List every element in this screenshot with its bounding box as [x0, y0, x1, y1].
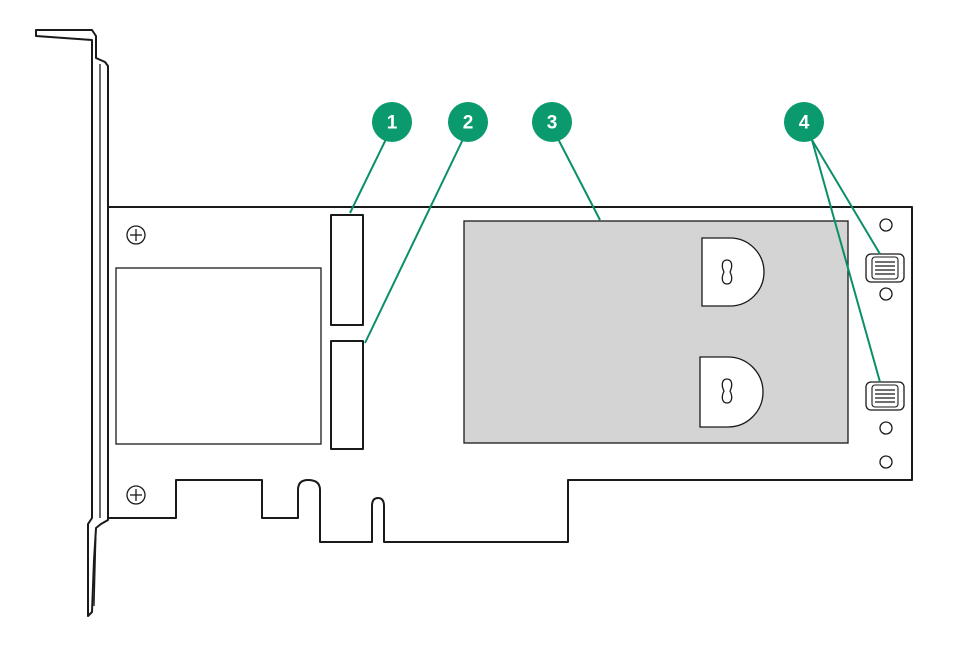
callout-3: 3	[532, 102, 572, 142]
standoff-lower	[865, 381, 905, 411]
latch-lower	[699, 356, 764, 428]
screw-lower	[126, 485, 146, 505]
callout-4-label: 4	[799, 113, 810, 134]
callout-2-label: 2	[463, 113, 474, 134]
standoff-upper	[865, 253, 905, 283]
heatsink-plate	[463, 220, 849, 444]
controller-chip	[115, 267, 322, 445]
mounting-hole	[879, 455, 893, 469]
mounting-hole	[879, 421, 893, 435]
connector-lower	[330, 340, 364, 450]
connector-upper	[330, 214, 364, 326]
callout-1-label: 1	[387, 113, 398, 134]
callout-4-leader-b	[811, 139, 881, 383]
mounting-hole	[879, 287, 893, 301]
mounting-hole	[879, 218, 893, 232]
callout-2-leader	[364, 132, 467, 344]
mounting-bracket	[35, 29, 109, 617]
screw-upper	[126, 225, 146, 245]
latch-upper	[701, 237, 765, 307]
callout-3-leader	[554, 132, 601, 221]
mounting-standoffs	[865, 218, 905, 469]
circuit-board	[108, 206, 913, 543]
callout-4-leader-a	[811, 139, 881, 255]
bracket-inner-edge-lower	[93, 529, 97, 607]
callout-1-leader	[349, 132, 390, 214]
callout-1: 1	[372, 102, 412, 142]
callout-2: 2	[448, 102, 488, 142]
callout-4: 4	[784, 102, 824, 142]
callout-3-label: 3	[547, 113, 558, 134]
